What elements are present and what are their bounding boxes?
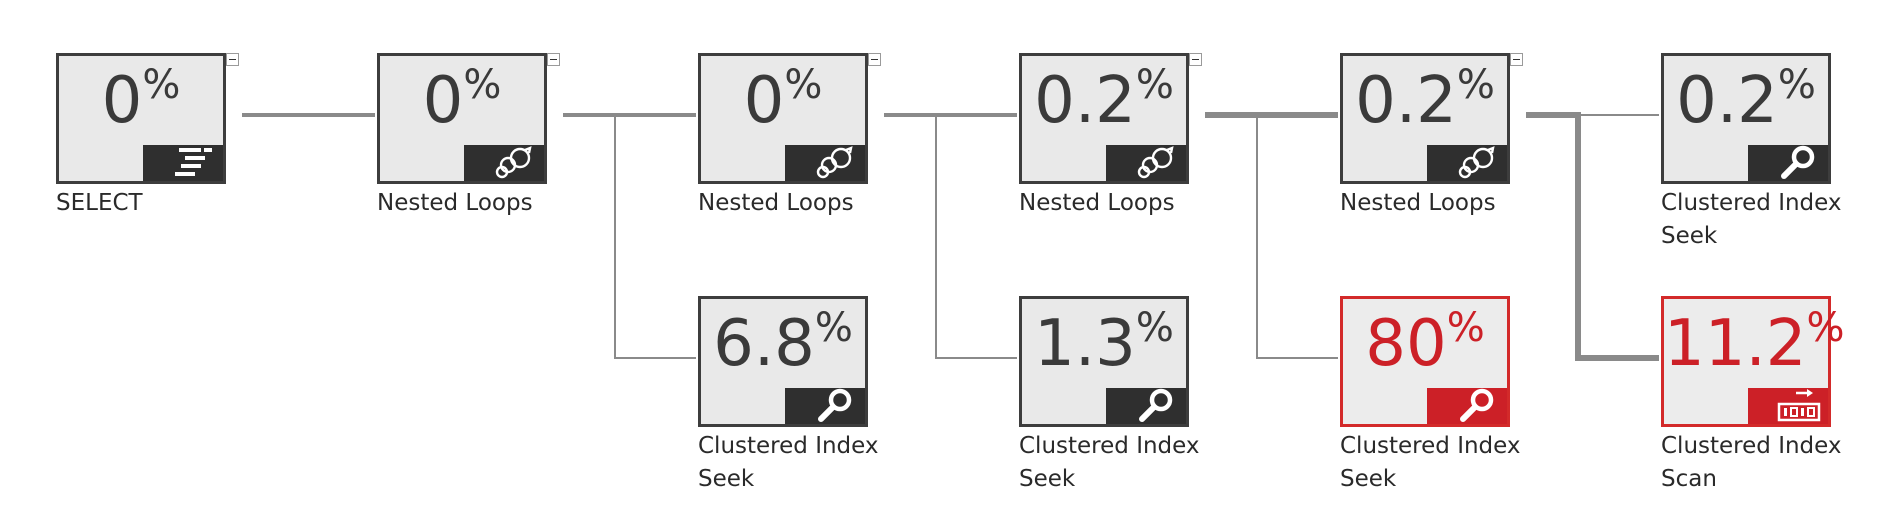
plan-node-clustered-index-seek[interactable]: 0.2% Clustered Index Seek	[1661, 53, 1842, 253]
operator-box[interactable]: 80%	[1340, 296, 1510, 427]
collapse-toggle-icon[interactable]	[868, 53, 881, 66]
percent-sign: %	[142, 62, 181, 108]
collapse-toggle-icon[interactable]	[547, 53, 560, 66]
operator-box[interactable]: 11.2%	[1661, 296, 1845, 427]
cost-percentage: 11.2%	[1664, 308, 1845, 376]
plan-node-clustered-index-seek[interactable]: 1.3% Clustered Index Seek	[1019, 296, 1200, 496]
percent-sign: %	[1446, 305, 1485, 351]
plan-node-select[interactable]: 0% SELECT	[56, 53, 239, 220]
percent-sign: %	[1806, 305, 1845, 351]
operator-label: Clustered Index Scan	[1661, 433, 1842, 492]
operator-box[interactable]: 0.2%	[1340, 53, 1523, 184]
cost-percentage: 1.3%	[1022, 308, 1186, 376]
percent-sign: %	[784, 62, 823, 108]
operator-label: Clustered Index Seek	[1019, 433, 1200, 492]
operator-label: Clustered Index Seek	[1340, 433, 1521, 492]
cost-value: 0.2	[1676, 64, 1778, 138]
cost-percentage: 0.2%	[1022, 65, 1186, 133]
percent-sign: %	[1456, 62, 1495, 108]
cost-percentage: 0.2%	[1664, 65, 1828, 133]
nested-loops-icon	[785, 145, 865, 181]
operator-box[interactable]: 0.2%	[1019, 53, 1202, 184]
operator-label: Nested Loops	[377, 190, 533, 216]
cost-percentage: 0%	[59, 65, 223, 133]
cost-value: 1.3	[1034, 307, 1136, 381]
plan-node-nested-loops[interactable]: 0% Nested Loops	[377, 53, 560, 220]
cost-value: 0.2	[1034, 64, 1136, 138]
plan-node-clustered-index-scan[interactable]: 11.2% Clustered Index Scan	[1661, 296, 1845, 496]
cost-value: 80	[1365, 307, 1447, 381]
percent-sign: %	[1135, 62, 1174, 108]
plan-node-nested-loops[interactable]: 0% Nested Loops	[698, 53, 881, 220]
plan-node-clustered-index-seek[interactable]: 80% Clustered Index Seek	[1340, 296, 1521, 496]
plan-node-clustered-index-seek[interactable]: 6.8% Clustered Index Seek	[698, 296, 879, 496]
collapse-toggle-icon[interactable]	[1189, 53, 1202, 66]
percent-sign: %	[463, 62, 502, 108]
clustered-index-seek-icon	[785, 388, 865, 424]
connector-n2-n7	[563, 114, 696, 359]
plan-node-nested-loops[interactable]: 0.2% Nested Loops	[1340, 53, 1523, 220]
operator-box[interactable]: 0%	[377, 53, 560, 184]
operator-label: Nested Loops	[698, 190, 854, 216]
plan-node-nested-loops[interactable]: 0.2% Nested Loops	[1019, 53, 1202, 220]
connector-n4-n9	[1205, 114, 1338, 359]
operator-label: Nested Loops	[1340, 190, 1496, 216]
nested-loops-icon	[1427, 145, 1507, 181]
cost-percentage: 6.8%	[701, 308, 865, 376]
cost-value: 0	[422, 64, 464, 138]
collapse-toggle-icon[interactable]	[226, 53, 239, 66]
cost-value: 11.2	[1664, 307, 1807, 381]
operator-label: Clustered Index Seek	[1661, 190, 1842, 249]
cost-percentage: 0%	[380, 65, 544, 133]
cost-value: 6.8	[713, 307, 815, 381]
cost-percentage: 0.2%	[1343, 65, 1507, 133]
operator-box[interactable]: 0.2%	[1661, 53, 1831, 184]
cost-value: 0.2	[1355, 64, 1457, 138]
clustered-index-seek-icon	[1748, 145, 1828, 181]
operator-label: Nested Loops	[1019, 190, 1175, 216]
operator-box[interactable]: 0%	[56, 53, 239, 184]
cost-percentage: 0%	[701, 65, 865, 133]
connector-n3-n8	[884, 114, 1017, 359]
operator-label: SELECT	[56, 190, 143, 216]
cost-value: 0	[101, 64, 143, 138]
collapse-toggle-icon[interactable]	[1510, 53, 1523, 66]
connector-n5-n10	[1526, 112, 1659, 361]
cost-value: 0	[743, 64, 785, 138]
clustered-index-seek-icon	[1427, 388, 1507, 424]
percent-sign: %	[1777, 62, 1816, 108]
nested-loops-icon	[1106, 145, 1186, 181]
select-result-icon	[143, 145, 223, 181]
nested-loops-icon	[464, 145, 544, 181]
operator-box[interactable]: 1.3%	[1019, 296, 1189, 427]
percent-sign: %	[1135, 305, 1174, 351]
operator-box[interactable]: 0%	[698, 53, 881, 184]
operator-box[interactable]: 6.8%	[698, 296, 868, 427]
operator-label: Clustered Index Seek	[698, 433, 879, 492]
clustered-index-seek-icon	[1106, 388, 1186, 424]
cost-percentage: 80%	[1343, 308, 1507, 376]
clustered-index-scan-icon	[1748, 388, 1828, 424]
percent-sign: %	[814, 305, 853, 351]
